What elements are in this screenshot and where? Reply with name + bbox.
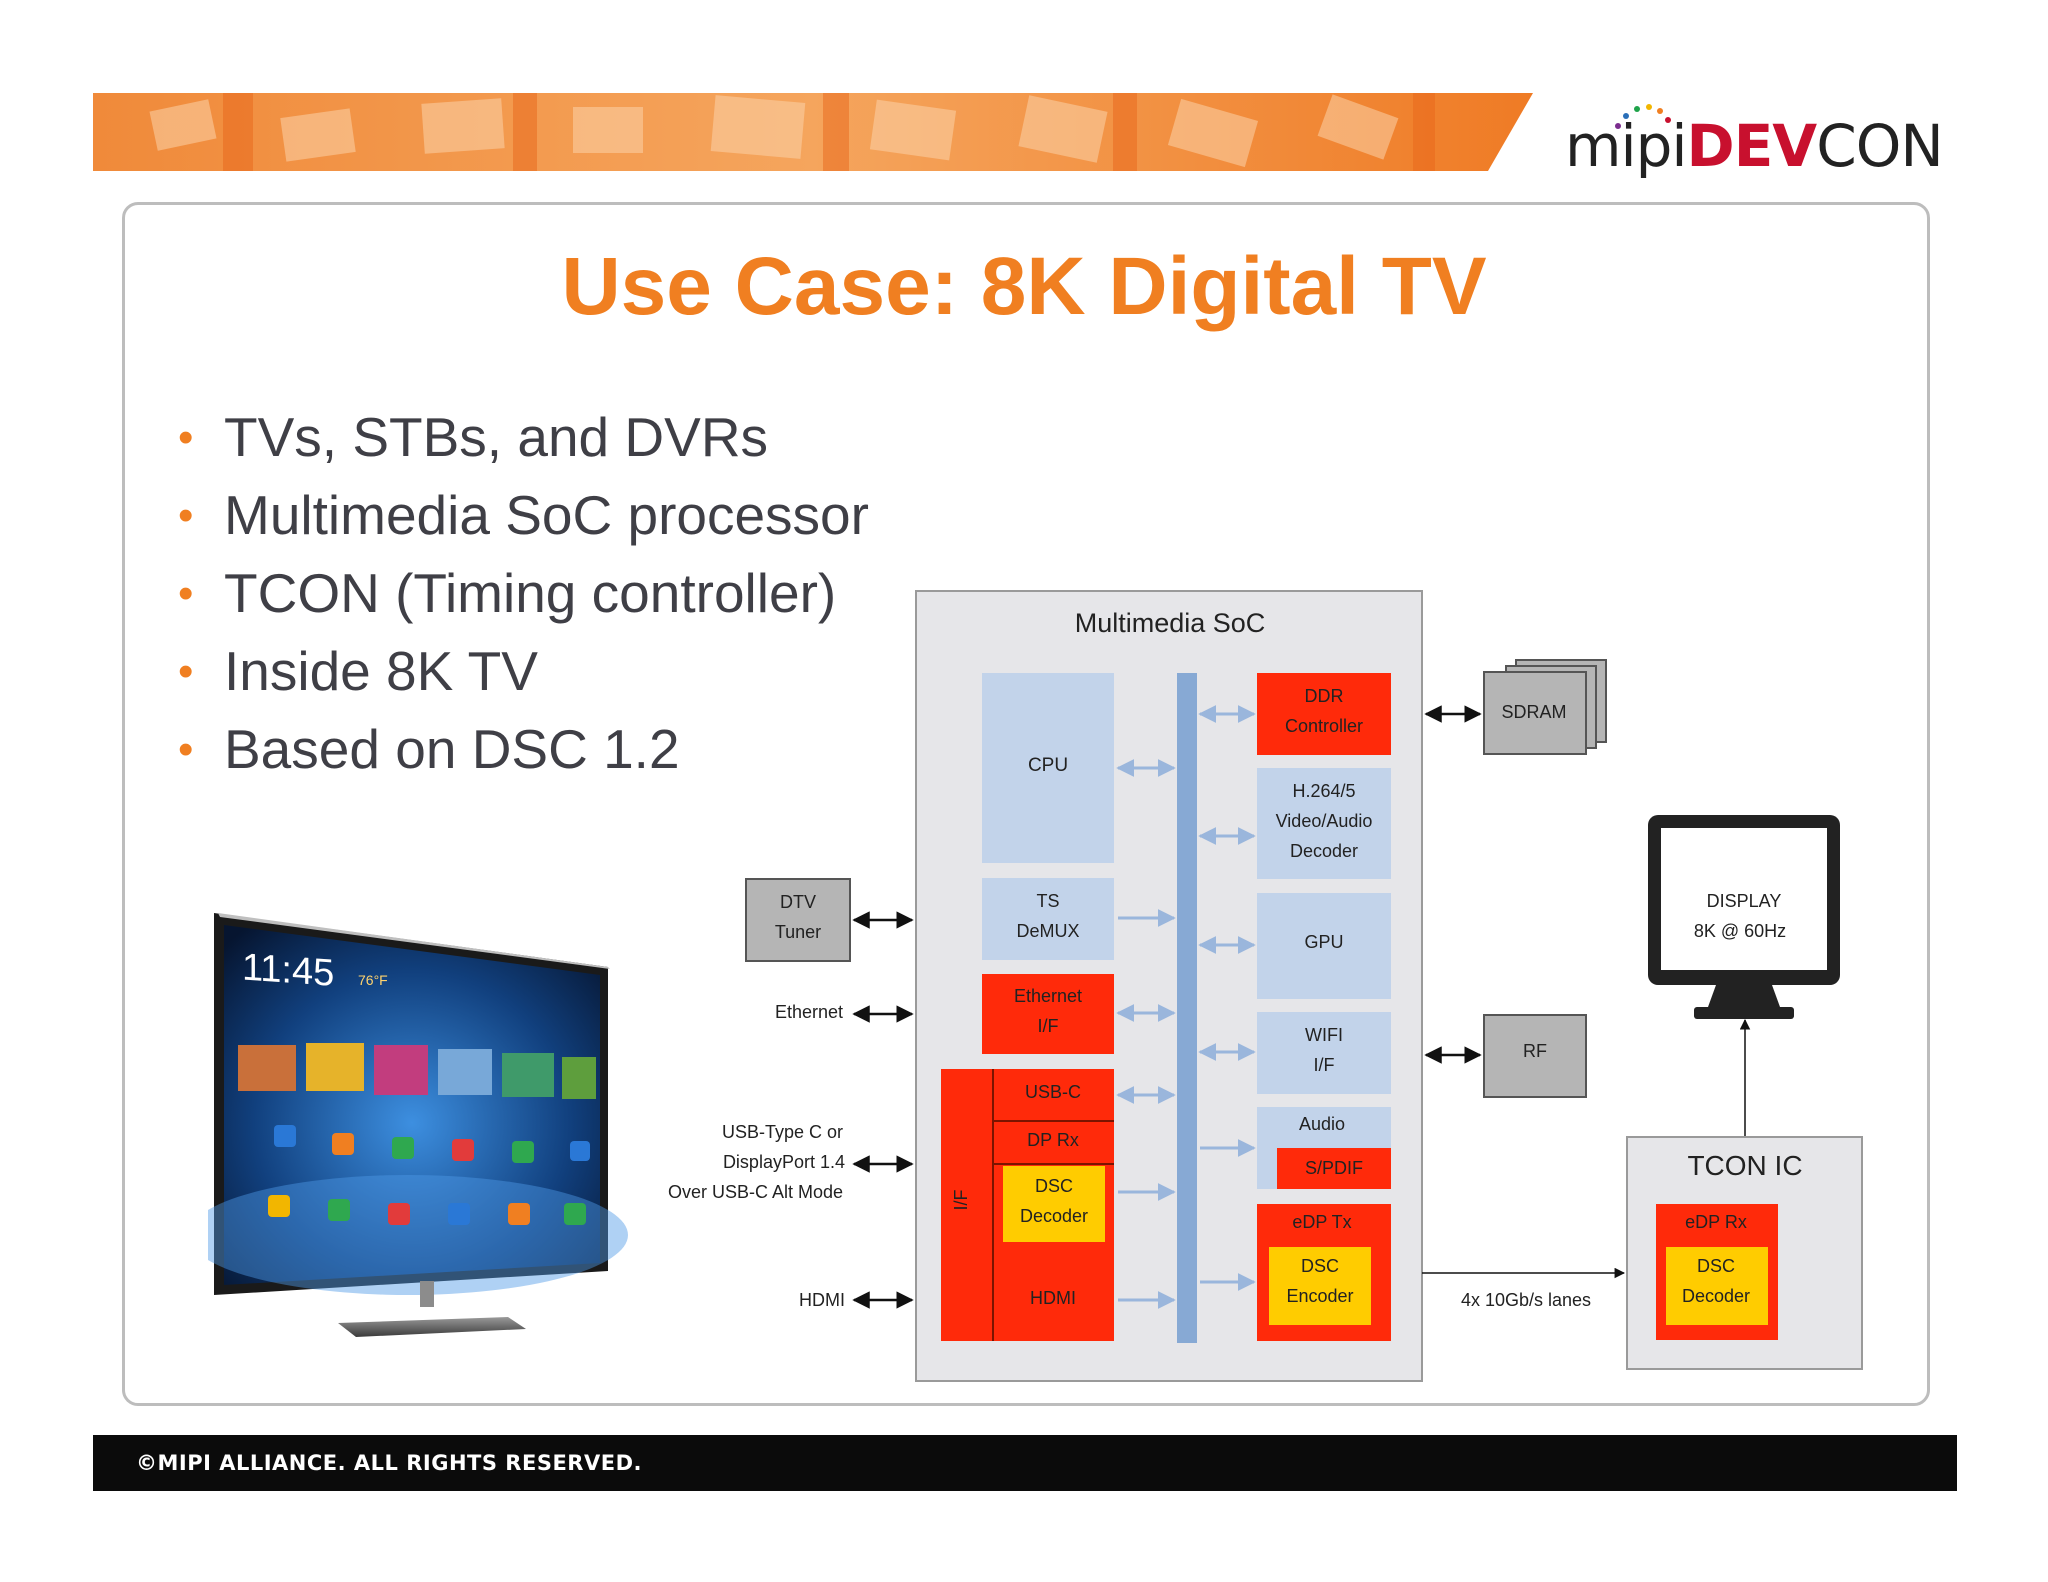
external-connectors: [852, 705, 1751, 1309]
wifi-label-2: I/F: [1314, 1055, 1335, 1075]
dtv-tuner-label-1: DTV: [780, 892, 816, 912]
tv-weather-text: 76°F: [358, 972, 388, 988]
display-monitor-icon: [1648, 815, 1840, 1019]
spdif-label: S/PDIF: [1305, 1158, 1363, 1178]
sdram-block: [1483, 671, 1587, 755]
mipi-devcon-logo: mipiDEVCON: [1565, 112, 1944, 180]
bullet-item: TCON (Timing controller): [176, 561, 876, 626]
dsc-encoder-block: [1269, 1247, 1371, 1325]
copyright-text: ©MIPI ALLIANCE. ALL RIGHTS RESERVED.: [136, 1451, 642, 1475]
display-label-2: 8K @ 60Hz: [1694, 921, 1786, 941]
logo-dev-text: DEV: [1686, 112, 1818, 180]
logo-con-text: CON: [1816, 112, 1944, 180]
lanes-label: 4x 10Gb/s lanes: [1461, 1290, 1591, 1310]
ethernet-if-label-2: I/F: [1038, 1016, 1059, 1036]
rf-block: [1483, 1014, 1587, 1098]
bus-connectors: [1116, 705, 1256, 1309]
dp-rx-label: DP Rx: [1027, 1130, 1079, 1150]
usb-ext-label-1: USB-Type C or: [722, 1122, 843, 1142]
system-bus: [1177, 673, 1197, 1343]
cpu-block: [982, 673, 1114, 863]
tcon-title: TCON IC: [1687, 1150, 1802, 1181]
audio-label: Audio: [1299, 1114, 1345, 1134]
rf-label: RF: [1523, 1041, 1547, 1061]
logo-dots-icon: [1615, 104, 1671, 129]
dsc-decoder-left-block: [1003, 1166, 1105, 1242]
dsc-decoder-left-label-1: DSC: [1035, 1176, 1073, 1196]
video-decoder-block: [1257, 768, 1391, 879]
soc-title: Multimedia SoC: [1075, 608, 1266, 638]
dsc-decoder-right-label-1: DSC: [1697, 1256, 1735, 1276]
cpu-label: CPU: [1028, 755, 1068, 776]
hdmi-block-label: HDMI: [1030, 1288, 1076, 1308]
ddr-label-2: Controller: [1285, 716, 1363, 736]
io-if-vertical-label: I/F: [951, 1189, 971, 1210]
bullet-item: Inside 8K TV: [176, 639, 876, 704]
slide-title: Use Case: 8K Digital TV: [561, 241, 1487, 332]
ddr-controller-block: [1257, 673, 1391, 755]
spdif-block: [1277, 1148, 1391, 1189]
usb-ext-label-2: DisplayPort 1.4: [723, 1152, 845, 1172]
wifi-label-1: WIFI: [1305, 1025, 1343, 1045]
hdmi-ext-label: HDMI: [799, 1290, 845, 1310]
sdram-label: SDRAM: [1501, 702, 1566, 722]
tv-app-tiles: [238, 1043, 596, 1099]
dsc-encoder-label-2: Encoder: [1286, 1286, 1353, 1306]
dtv-tuner-block: [745, 878, 851, 962]
content-panel: [122, 202, 1930, 1406]
bullet-item: Based on DSC 1.2: [176, 717, 876, 782]
ddr-label-1: DDR: [1305, 686, 1344, 706]
gpu-block: [1257, 893, 1391, 999]
dsc-decoder-left-label-2: Decoder: [1020, 1206, 1088, 1226]
wifi-block: [1257, 1012, 1391, 1094]
gpu-label: GPU: [1304, 932, 1343, 952]
usb-c-label: USB-C: [1025, 1082, 1081, 1102]
video-decoder-label-3: Decoder: [1290, 841, 1358, 861]
ethernet-if-block: [982, 974, 1114, 1054]
ethernet-if-label-1: Ethernet: [1014, 986, 1082, 1006]
ts-demux-block: [982, 878, 1114, 960]
ts-demux-label-1: TS: [1036, 891, 1059, 911]
header-banner: [93, 93, 1533, 171]
dsc-decoder-right-block: [1666, 1247, 1768, 1325]
bullet-list: TVs, STBs, and DVRs Multimedia SoC proce…: [176, 405, 876, 795]
footer-bar: ©MIPI ALLIANCE. ALL RIGHTS RESERVED.: [93, 1435, 1957, 1491]
ts-demux-label-2: DeMUX: [1016, 921, 1079, 941]
bullet-item: TVs, STBs, and DVRs: [176, 405, 876, 470]
ethernet-ext-label: Ethernet: [775, 1002, 843, 1022]
tv-time-text: 11:45: [242, 946, 334, 994]
tv-illustration: 11:45 76°F: [208, 913, 628, 1337]
usb-ext-label-3: Over USB-C Alt Mode: [668, 1182, 843, 1202]
edp-rx-label: eDP Rx: [1685, 1212, 1747, 1232]
bullet-item: Multimedia SoC processor: [176, 483, 876, 548]
edp-tx-label: eDP Tx: [1292, 1212, 1351, 1232]
video-decoder-label-1: H.264/5: [1292, 781, 1355, 801]
dsc-encoder-label-1: DSC: [1301, 1256, 1339, 1276]
display-label-1: DISPLAY: [1707, 891, 1782, 911]
tv-app-icons: [268, 1125, 590, 1225]
dtv-tuner-label-2: Tuner: [775, 922, 821, 942]
dsc-decoder-right-label-2: Decoder: [1682, 1286, 1750, 1306]
logo-mipi-text: mipi: [1565, 112, 1688, 180]
video-decoder-label-2: Video/Audio: [1276, 811, 1373, 831]
